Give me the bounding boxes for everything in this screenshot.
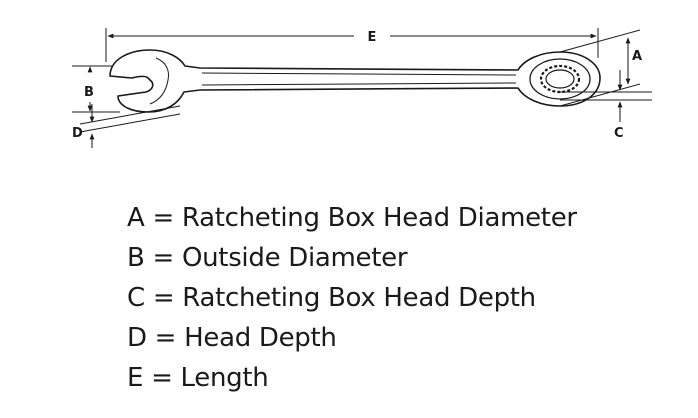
dimension-legend: A = Ratcheting Box Head Diameter B = Out…: [127, 198, 577, 398]
open-end-shoulder: [149, 57, 169, 105]
wrench-outline: [109, 49, 601, 113]
label-d: D: [72, 126, 83, 141]
handle-bevel-bottom: [201, 82, 517, 86]
dimension-e: [105, 28, 599, 62]
dimension-b: [72, 65, 120, 113]
wrench-diagram: E A C B D: [72, 28, 652, 148]
dimension-a: [559, 29, 641, 107]
dimension-d: [79, 104, 181, 148]
label-a: A: [632, 49, 642, 64]
label-b: B: [84, 85, 94, 100]
dimension-c: [560, 70, 652, 122]
open-end-jaw: [109, 49, 601, 113]
legend-item-d: D = Head Depth: [127, 323, 337, 353]
label-c: C: [614, 126, 624, 141]
legend-item-c: C = Ratcheting Box Head Depth: [127, 283, 536, 313]
handle-bevel-top: [201, 72, 517, 76]
ratchet-bore: [545, 69, 575, 89]
label-e: E: [368, 30, 377, 45]
legend-item-a: A = Ratcheting Box Head Diameter: [127, 203, 577, 233]
box-head-rim: [529, 58, 591, 100]
legend-item-b: B = Outside Diameter: [127, 243, 408, 273]
legend-item-e: E = Length: [127, 363, 269, 393]
